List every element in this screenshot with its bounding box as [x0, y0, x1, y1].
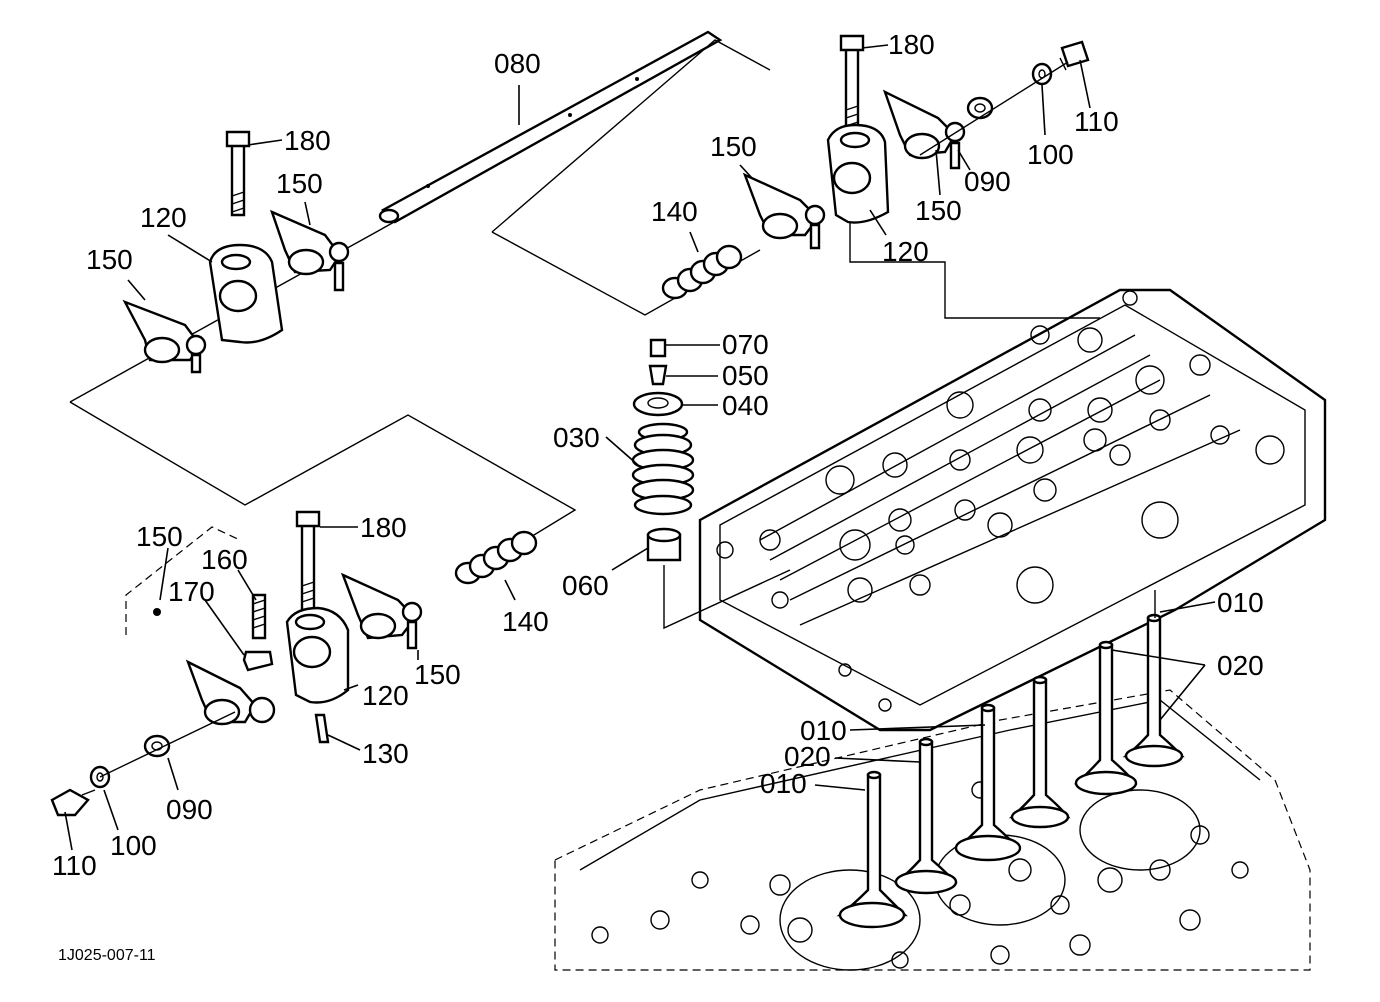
callout-180a: 180: [284, 125, 331, 156]
callout-060: 060: [562, 570, 609, 601]
callout-110a: 110: [1074, 106, 1119, 137]
callout-150d: 150: [915, 195, 962, 226]
pin-130: [314, 713, 330, 744]
callout-090b: 090: [166, 794, 213, 825]
valve-1: [836, 770, 908, 929]
callout-010a: 010: [1217, 587, 1264, 618]
callout-180b: 180: [888, 29, 935, 60]
spring-140b: [454, 530, 538, 585]
bolt-180b: [844, 43, 860, 137]
valve-2: [893, 737, 958, 895]
callout-180c: 180: [360, 512, 407, 543]
bolt-180c: [300, 520, 316, 612]
callout-020b: 020: [784, 741, 831, 772]
leader-lines: [64, 44, 1216, 851]
callout-040: 040: [722, 390, 769, 421]
valve-5: [1073, 640, 1138, 796]
callout-150f: 150: [414, 659, 461, 690]
callout-140b: 140: [502, 606, 549, 637]
callout-160: 160: [201, 544, 248, 575]
valves: [836, 613, 1185, 929]
rocker-arm-150c: [742, 172, 820, 237]
callout-010c: 010: [760, 768, 807, 799]
callout-170: 170: [168, 576, 215, 607]
spring-140a: [661, 244, 743, 300]
valve-3: [954, 703, 1022, 862]
washer-100a: [1031, 62, 1053, 86]
nut-170: [242, 650, 274, 672]
callout-150a: 150: [276, 168, 323, 199]
callout-110b: 110: [52, 850, 97, 881]
plug-110a: [1060, 40, 1090, 68]
callout-120a: 120: [140, 202, 187, 233]
callout-130: 130: [362, 738, 409, 769]
rocker-arm-150f: [340, 572, 417, 640]
rocker-arm-150b: [269, 209, 342, 274]
cylinder-head: [698, 288, 1327, 732]
callout-090a: 090: [964, 166, 1011, 197]
drawing-code: 1J025-007-11: [58, 947, 156, 964]
callout-100a: 100: [1027, 139, 1074, 170]
callout-030: 030: [553, 422, 600, 453]
washer-090b: [143, 734, 171, 758]
callout-080: 080: [494, 48, 541, 79]
callout-100b: 100: [110, 830, 157, 861]
spring-030: [631, 422, 695, 516]
rocker-assembly-lower-left: [50, 510, 538, 817]
cylinder-block: [554, 689, 1311, 971]
callout-020a: 020: [1217, 650, 1264, 681]
callout-120b: 120: [882, 236, 929, 267]
callout-070: 070: [722, 329, 769, 360]
guide-frame-head: [849, 215, 1100, 319]
rocker-arm-150a: [122, 299, 202, 362]
rocker-assembly-upper-left: [122, 130, 350, 374]
guide-frame-cutaway: [125, 526, 241, 635]
callout-140a: 140: [651, 196, 698, 227]
rocker-assembly-upper-right: [742, 34, 1090, 250]
retainer-040: [632, 391, 684, 417]
washer-090a: [966, 96, 994, 120]
valve-spring-stack: [631, 338, 695, 562]
cap-070: [649, 338, 667, 358]
callout-010b: 010: [800, 715, 847, 746]
valve-4: [1008, 675, 1071, 829]
valve-6: [1122, 613, 1185, 768]
callout-050: 050: [722, 360, 769, 391]
rocker-shaft: [378, 30, 723, 224]
callout-150e: 150: [136, 521, 183, 552]
callout-150c: 150: [710, 131, 757, 162]
callout-150b: 150: [86, 244, 133, 275]
guide-line-seal: [663, 565, 791, 630]
collet-050: [648, 364, 668, 386]
plug-110b: [50, 788, 90, 817]
callout-120c: 120: [362, 680, 409, 711]
